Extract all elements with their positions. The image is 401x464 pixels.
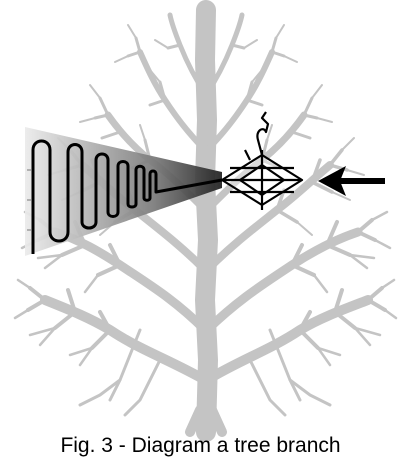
projection-cone bbox=[25, 127, 222, 256]
tree-trunk bbox=[205, 10, 208, 432]
figure-caption: Fig. 3 - Diagram a tree branch bbox=[0, 432, 401, 464]
right-branches bbox=[206, 15, 396, 415]
